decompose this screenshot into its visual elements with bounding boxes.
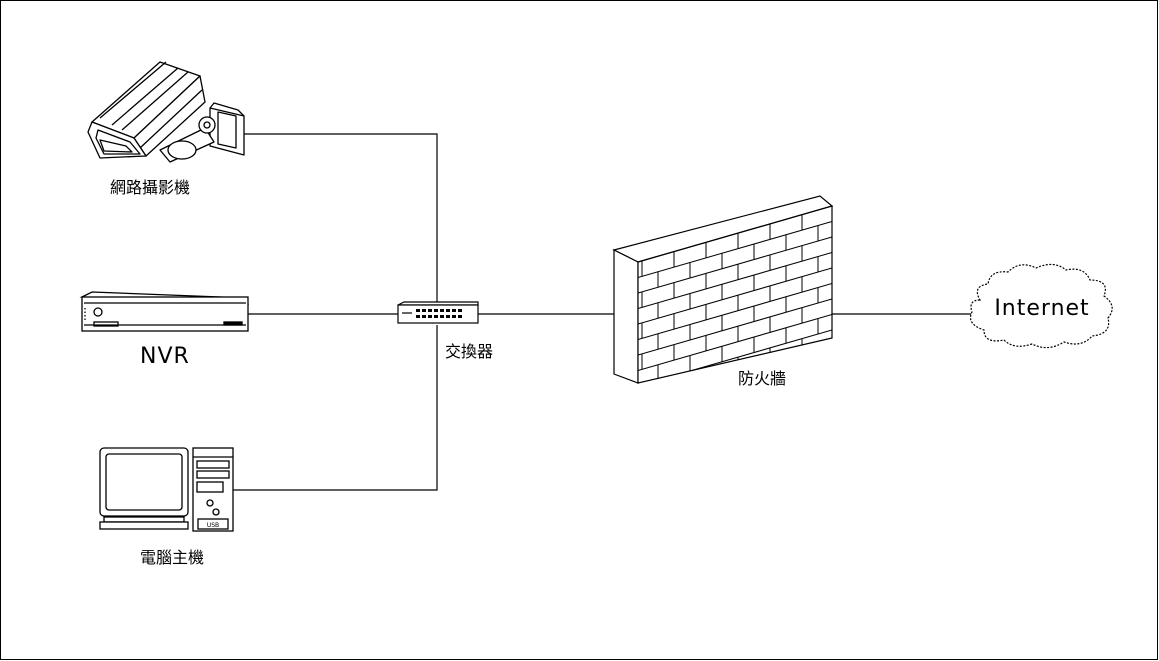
brick-row-line — [638, 236, 832, 294]
desktop-computer-icon — [99, 447, 234, 532]
pc-label: 電腦主機 — [140, 548, 204, 567]
nvr-recorder-icon — [79, 291, 249, 332]
ip-camera-icon — [87, 61, 245, 163]
edge-camera-switch — [242, 133, 438, 303]
edge-pc-switch — [232, 325, 438, 491]
brick-row-line — [638, 252, 832, 309]
brick-row-line — [638, 267, 832, 325]
network-switch-icon — [397, 301, 479, 324]
firewall-brick-wall-icon — [612, 195, 834, 384]
brick-row-line — [638, 298, 832, 356]
connections — [232, 133, 971, 491]
internet-label: Internet — [994, 296, 1089, 321]
camera-label: 網路攝影機 — [110, 178, 190, 197]
brick-row-line — [638, 283, 832, 340]
firewall-label: 防火牆 — [738, 369, 786, 388]
brick-row-line — [638, 314, 832, 371]
cloud-icon — [969, 263, 1113, 349]
switch-label: 交換器 — [445, 342, 493, 361]
pc-usb-label: USB — [207, 522, 219, 529]
nvr-label: NVR — [140, 344, 190, 369]
brick-row-line — [638, 221, 832, 278]
